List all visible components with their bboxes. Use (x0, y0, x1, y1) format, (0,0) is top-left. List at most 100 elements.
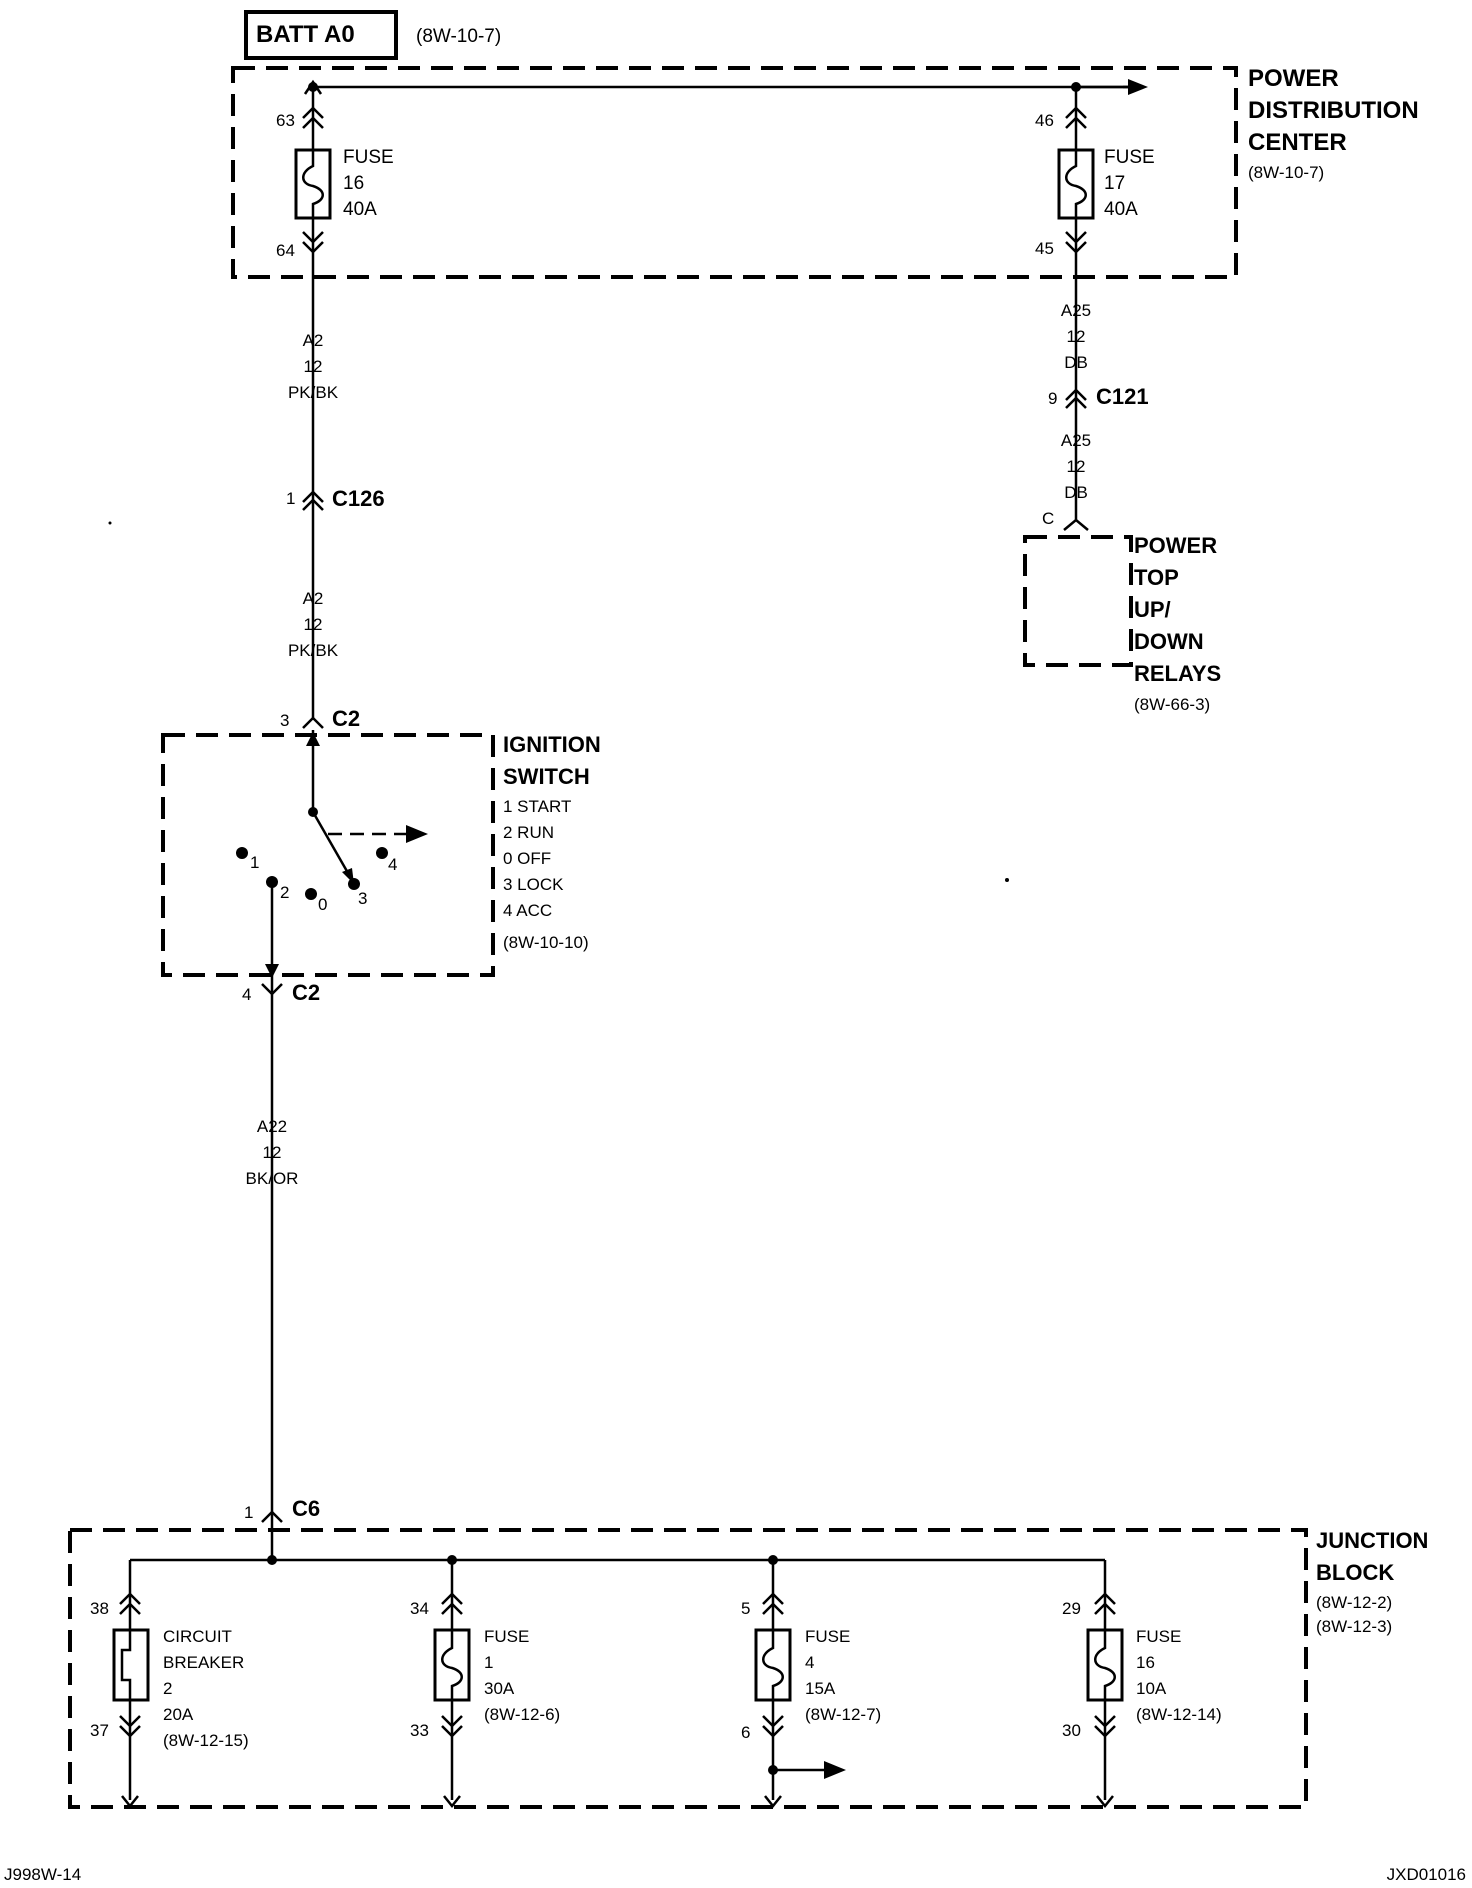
wire-a25-lower-labels: A25 12 DB (1061, 431, 1091, 502)
svg-text:PK/BK: PK/BK (288, 383, 339, 402)
svg-text:A25: A25 (1061, 431, 1091, 450)
c121-name: C121 (1096, 384, 1149, 409)
svg-text:(8W-12-14): (8W-12-14) (1136, 1705, 1222, 1724)
svg-text:12: 12 (263, 1143, 282, 1162)
connector-down-icon (1094, 1715, 1116, 1728)
pin-46: 46 (1035, 111, 1054, 130)
connector-icon (1063, 518, 1089, 531)
footer-right-id: JXD01016 (1387, 1865, 1466, 1884)
svg-text:RELAYS: RELAYS (1134, 661, 1221, 686)
svg-text:(8W-12-15): (8W-12-15) (163, 1731, 249, 1750)
svg-text:TOP: TOP (1134, 565, 1179, 590)
relays-box (1023, 535, 1133, 667)
terminal-icon (443, 1795, 461, 1809)
svg-text:16: 16 (1136, 1653, 1155, 1672)
connector-c121: 9 C121 (1048, 383, 1149, 410)
c2-top-pin: 3 (280, 711, 289, 730)
svg-text:DB: DB (1064, 483, 1088, 502)
ign-pos-1: 1 START (503, 797, 571, 816)
svg-text:FUSE: FUSE (484, 1627, 529, 1646)
relay-pin-c: C (1042, 509, 1089, 531)
svg-text:CIRCUIT: CIRCUIT (163, 1627, 232, 1646)
ign-pos-4: 4 ACC (503, 901, 552, 920)
connector-down-icon (762, 1715, 784, 1728)
svg-text:POWER: POWER (1134, 533, 1217, 558)
svg-text:12: 12 (1067, 327, 1086, 346)
contact-4-dot (376, 847, 388, 859)
svg-text:20A: 20A (163, 1705, 194, 1724)
fuse17-num: 17 (1104, 173, 1125, 194)
pdc-title-1: POWER (1248, 65, 1339, 92)
ignition-switch-box (161, 733, 495, 977)
svg-text:1: 1 (484, 1653, 493, 1672)
contact-0-dot (305, 888, 317, 900)
svg-text:DOWN: DOWN (1134, 629, 1204, 654)
connector-icon (302, 716, 324, 729)
footer-left-id: J998W-14 (4, 1865, 81, 1884)
wire-a22-labels: A22 12 BK/OR (246, 1117, 299, 1188)
fuse16-label: FUSE (343, 147, 394, 168)
pin-38: 38 (90, 1599, 109, 1618)
svg-text:12: 12 (1067, 457, 1086, 476)
connector-up-icon (1065, 106, 1087, 119)
junction-ref-1: (8W-12-2) (1316, 1593, 1392, 1612)
wire-a2-upper-labels: A2 12 PK/BK (288, 331, 339, 402)
pdc-title-3: CENTER (1248, 129, 1347, 156)
connector-up-icon (441, 1592, 463, 1605)
svg-text:1: 1 (250, 853, 259, 872)
svg-text:12: 12 (304, 357, 323, 376)
connector-down-icon (119, 1715, 141, 1728)
pdc-fuse-17: 46 45 FUSE 17 40A (1035, 87, 1155, 258)
fuse16-rating: 40A (343, 199, 377, 220)
svg-text:FUSE: FUSE (1136, 1627, 1181, 1646)
svg-text:(8W-12-7): (8W-12-7) (805, 1705, 881, 1724)
svg-text:2: 2 (163, 1679, 172, 1698)
junction-block-box (68, 1528, 1308, 1809)
arrow-down-icon (265, 964, 279, 978)
svg-text:SWITCH: SWITCH (503, 764, 590, 789)
c121-pin: 9 (1048, 389, 1057, 408)
contact-3-dot (348, 878, 360, 890)
c2-top-name: C2 (332, 706, 360, 731)
svg-text:4: 4 (388, 855, 397, 874)
fuse-element-icon (762, 1630, 784, 1700)
junction-circuit-breaker-2: 38 37 CIRCUIT BREAKER 2 20A (8W-12-15) (90, 1560, 249, 1809)
svg-text:PK/BK: PK/BK (288, 641, 339, 660)
fuse-element-icon (1065, 150, 1087, 218)
pin-37: 37 (90, 1721, 109, 1740)
arrow-up-icon (306, 732, 320, 746)
fuse16-num: 16 (343, 173, 364, 194)
terminal-icon (1096, 1795, 1114, 1809)
pdc-box (231, 66, 1238, 279)
batt-a0-label-group: BATT A0 (8W-10-7) (244, 10, 501, 60)
pdc-title: POWER DISTRIBUTION CENTER (8W-10-7) (1248, 65, 1419, 182)
wire-a25-upper-labels: A25 12 DB (1061, 301, 1091, 372)
svg-text:A2: A2 (303, 331, 324, 350)
fuse-element-icon (302, 150, 324, 218)
c126-name: C126 (332, 486, 385, 511)
junction-ref-2: (8W-12-3) (1316, 1617, 1392, 1636)
pdc-title-2: DISTRIBUTION (1248, 97, 1419, 124)
svg-text:12: 12 (304, 615, 323, 634)
svg-text:BREAKER: BREAKER (163, 1653, 244, 1672)
terminal-icon (764, 1795, 782, 1809)
svg-text:DB: DB (1064, 353, 1088, 372)
stray-dot (1005, 878, 1009, 882)
svg-text:A22: A22 (257, 1117, 287, 1136)
pin-45: 45 (1035, 239, 1054, 258)
svg-text:30A: 30A (484, 1679, 515, 1698)
connector-c2-top: 3 C2 (280, 706, 360, 731)
svg-text:IGNITION: IGNITION (503, 732, 601, 757)
svg-text:0: 0 (318, 895, 327, 914)
relays-title: POWER TOP UP/ DOWN RELAYS (8W-66-3) (1134, 533, 1221, 714)
fuse-element-icon (1094, 1630, 1116, 1700)
pin-5: 5 (741, 1599, 750, 1618)
svg-text:2: 2 (280, 883, 289, 902)
connector-up-icon (302, 106, 324, 119)
connector-up-icon (762, 1592, 784, 1605)
pin-64: 64 (276, 241, 295, 260)
connector-c6: 1 C6 (244, 1496, 320, 1523)
svg-text:BK/OR: BK/OR (246, 1169, 299, 1188)
bus-tick-icon (303, 79, 323, 95)
